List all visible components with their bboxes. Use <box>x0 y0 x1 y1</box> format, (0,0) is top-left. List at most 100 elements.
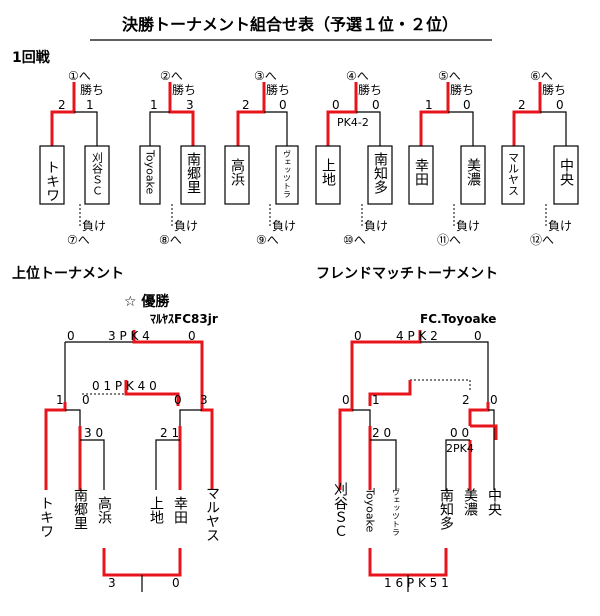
match-lose-number: ⑫へ <box>530 233 554 247</box>
friend-final-pk: 4 P K 2 <box>396 329 438 343</box>
loser-path <box>74 111 98 146</box>
score-right: 1 <box>86 98 94 112</box>
friend-left-quarter-score: 2 0 <box>372 426 391 440</box>
friend-final-left: 0 <box>354 329 362 343</box>
loser-path <box>540 111 567 146</box>
team-name: 南郷里 <box>185 152 201 194</box>
friend-right-quarter-pk: 2PK4 <box>446 442 474 455</box>
score-right: 0 <box>372 98 380 112</box>
third-place-path <box>102 548 182 577</box>
match-win-number: ③へ <box>254 69 277 83</box>
match-lose-label: 負け <box>548 219 572 233</box>
friend-team-5: 美濃 <box>462 488 478 516</box>
left-quarter-loser <box>80 439 105 490</box>
team-name: 刈谷ＳＣ <box>91 152 104 196</box>
winner-path <box>326 82 358 146</box>
match-lose-number: ⑨へ <box>256 233 279 247</box>
left-semi-score-b: 0 <box>82 393 90 407</box>
upper-team-5: 幸田 <box>172 496 188 524</box>
match-win-number: ②へ <box>160 69 183 83</box>
friend-left-semi-a: 0 <box>342 393 350 407</box>
loser-path <box>149 111 170 146</box>
loser-path <box>264 111 288 146</box>
friend-bottom-path <box>368 548 448 577</box>
friend-bracket: 0 4 P K 2 0 0 1 2 0 2 0 0 0 2PK4 刈谷ＳＣ To… <box>332 329 502 592</box>
match-lose-number: ⑧へ <box>159 233 182 247</box>
match-lose-number: ⑪へ <box>437 233 461 247</box>
team-name: トキワ <box>44 160 60 202</box>
friend-team-3: ヴェッツトラ <box>392 487 401 536</box>
left-semi-winner <box>44 402 67 490</box>
friend-left-semi-b: 1 <box>372 393 380 407</box>
upper-team-3: 高浜 <box>96 495 112 524</box>
score-left: 0 <box>332 98 340 112</box>
winner-path <box>236 82 266 146</box>
friend-right-quarter-loser <box>445 439 470 490</box>
team-box-left <box>139 145 161 205</box>
friend-team-1: 刈谷ＳＣ <box>332 482 348 538</box>
match-lose-label: 負け <box>82 219 106 233</box>
friend-right-semi-winner <box>468 402 490 426</box>
team-box-left <box>501 145 525 205</box>
match-win-label: 勝ち <box>450 82 474 97</box>
match-win-label: 勝ち <box>172 82 196 97</box>
match-win-label: 勝ち <box>80 82 104 97</box>
score-right: 0 <box>279 98 287 112</box>
team-name: 高浜 <box>229 157 245 186</box>
team-name: マルヤス <box>507 152 520 196</box>
upper-bracket: 0 3 P K 4 0 0 1 P K 4 0 1 0 3 0 0 3 2 1 … <box>38 329 220 592</box>
right-quarter-loser <box>155 439 180 490</box>
friend-team-2: Toyoake <box>364 487 377 533</box>
friend-left-quarter-loser <box>370 439 397 490</box>
score-left: 2 <box>518 98 526 112</box>
round1-label: 1回戦 <box>12 49 51 66</box>
score-left: 1 <box>150 98 158 112</box>
round1-match-6: ⑥へ 勝ち 2 0 マルヤス 中央 負け ⑫へ <box>501 69 579 247</box>
team-box-right <box>553 145 579 205</box>
team-box-right <box>275 145 299 205</box>
round1-match-3: ③へ 勝ち 2 0 高浜 ヴェッツトラ 負け ⑨へ <box>224 69 299 247</box>
champion-label: ☆ 優勝 <box>124 293 170 310</box>
match-lose-label: 負け <box>272 219 296 233</box>
friend-right-red <box>470 424 498 440</box>
final-score-right: 0 <box>188 329 196 343</box>
right-semi-winner <box>200 402 214 490</box>
left-semi-line <box>65 409 81 426</box>
winner-path <box>50 82 76 146</box>
team-name: 美濃 <box>465 158 481 186</box>
right-semi-score-a: 0 <box>174 393 182 407</box>
friend-left-semi-line <box>352 409 371 426</box>
friend-final-right <box>420 341 489 402</box>
round1-match-2: ②へ 勝ち 1 3 Toyoake 南郷里 負け ⑧へ <box>139 69 206 247</box>
winner-path <box>512 82 542 146</box>
upper-team-4: 上地 <box>148 496 164 524</box>
friend-bottom-score: 1 6 P K 5 1 <box>384 576 449 590</box>
friend-right-semi-a: 2 <box>462 393 470 407</box>
loser-path <box>448 111 474 146</box>
team-box-left <box>224 145 250 205</box>
team-name: 幸田 <box>413 158 429 186</box>
upper-label: 上位トーナメント <box>12 265 124 282</box>
upper-team-1: トキワ <box>38 496 54 538</box>
match-lose-number: ⑦へ <box>67 233 90 247</box>
team-box-right <box>180 145 206 205</box>
winner-path <box>419 82 450 146</box>
third-score-left: 3 <box>108 576 116 590</box>
team-name: ヴェッツトラ <box>283 149 292 198</box>
right-semi-line <box>179 409 202 426</box>
final-pk: 3 P K 4 <box>108 329 150 343</box>
friend-label: フレンドマッチトーナメント <box>316 266 498 282</box>
match-win-number: ⑤へ <box>438 69 461 83</box>
team-name: 南知多 <box>372 152 388 194</box>
team-box-left <box>408 145 434 205</box>
score-left: 2 <box>58 98 66 112</box>
friend-right-semi-line <box>488 409 495 490</box>
score-right: 3 <box>186 98 194 112</box>
score-left: 1 <box>425 98 433 112</box>
friend-final-right: 0 <box>474 329 482 343</box>
match-lose-number: ⑩へ <box>343 233 366 247</box>
upper-team-6: マルヤス <box>204 486 220 542</box>
team-name: 中央 <box>558 158 574 186</box>
match-win-number: ⑥へ <box>530 69 553 83</box>
